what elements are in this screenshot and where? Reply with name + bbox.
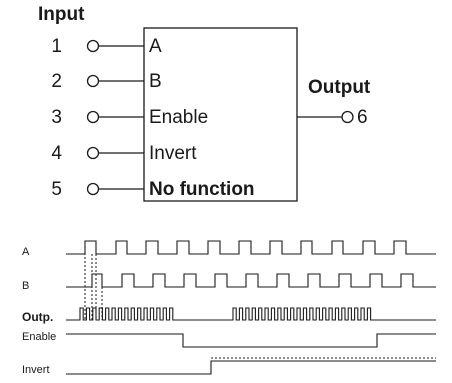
pin-4-terminal [86, 146, 100, 160]
signal-label-b: B [22, 280, 29, 292]
waveform-a [66, 240, 436, 255]
waveform-b [66, 273, 436, 288]
pin-5-terminal [86, 182, 100, 196]
timing-diagram: A B Outp. Enable Invert [22, 240, 436, 376]
signal-label-enable: Enable [22, 331, 56, 343]
pin-4-number: 4 [51, 143, 62, 164]
pin-6-terminal [341, 110, 354, 124]
signal-label-a: A [22, 246, 30, 258]
pin-3-terminal [86, 110, 100, 124]
waveform-output [66, 307, 436, 321]
function-block [143, 27, 298, 202]
output-pin: 6 [297, 107, 368, 128]
signal-label-output: Outp. [22, 310, 53, 324]
pin-3-number: 3 [51, 107, 62, 128]
pin-1-label: A [149, 36, 162, 57]
input-pins: 1 A 2 B 3 Enable 4 Invert 5 No function [51, 36, 254, 200]
pin-5-number: 5 [51, 179, 62, 200]
pin-6-number: 6 [357, 107, 368, 128]
pin-1-number: 1 [51, 36, 62, 57]
pin-2-number: 2 [51, 71, 62, 92]
pin-2-terminal [86, 74, 100, 88]
pin-4-label: Invert [149, 143, 197, 164]
output-title: Output [308, 77, 371, 98]
pin-2-label: B [149, 71, 162, 92]
input-title: Input [38, 4, 85, 25]
pin-1-terminal [86, 39, 100, 53]
pin-5-label: No function [149, 179, 255, 200]
signal-label-invert: Invert [22, 364, 50, 376]
waveform-enable [66, 333, 436, 348]
pin-3-label: Enable [149, 107, 208, 128]
waveform-invert [66, 360, 436, 375]
